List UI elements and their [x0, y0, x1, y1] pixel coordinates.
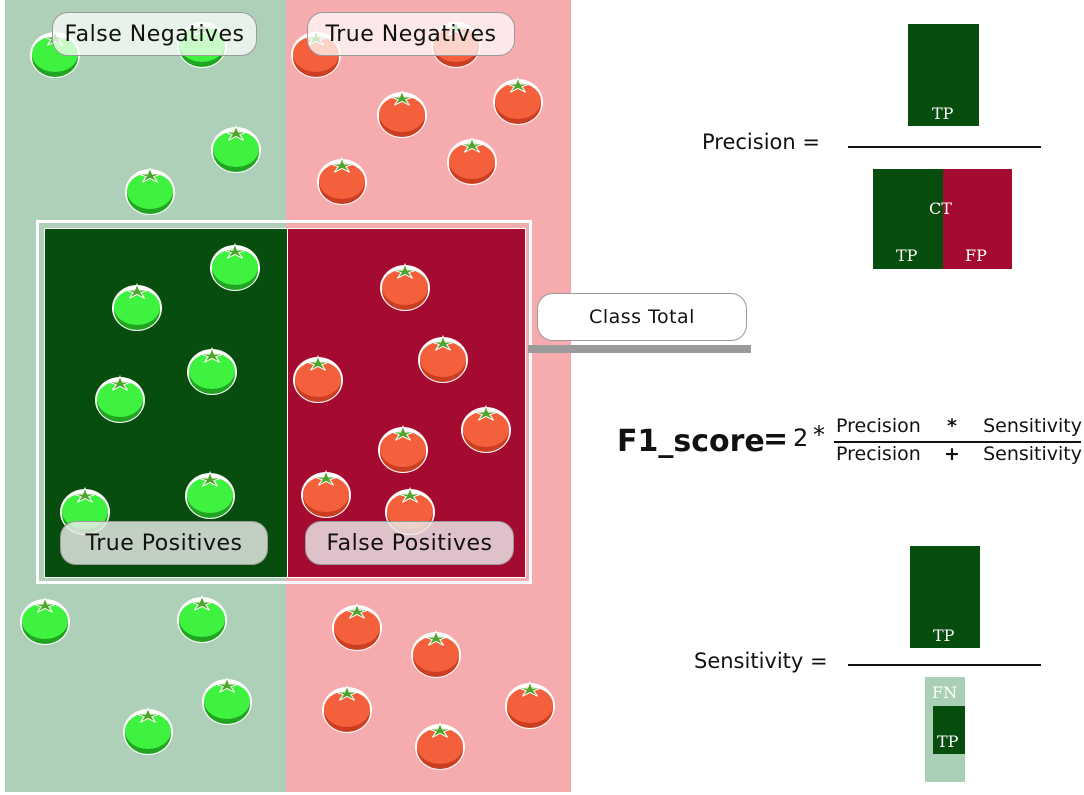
red-tomato: [317, 156, 367, 205]
f1-times: *: [813, 421, 825, 449]
green-tomato: [202, 676, 252, 725]
f1-denominator: Precision + Sensitivity: [836, 443, 1082, 465]
precision-denominator-tp-label: TP: [896, 246, 918, 265]
class-total-frame: [36, 220, 532, 584]
false-negatives-label: False Negatives: [52, 12, 257, 56]
red-tomato: [322, 684, 372, 733]
sensitivity-tp-box: TP: [933, 706, 965, 754]
red-tomato: [380, 262, 430, 311]
precision-fraction-line: [848, 146, 1041, 148]
precision-denominator-tp-box: TP: [873, 169, 943, 269]
f1-numerator-operator: *: [946, 415, 957, 437]
green-tomato: [177, 594, 227, 643]
precision-numerator-label: TP: [932, 104, 954, 123]
green-tomato: [123, 706, 173, 755]
red-tomato: [377, 89, 427, 138]
green-tomato: [187, 346, 237, 395]
sensitivity-tp-label: TP: [937, 732, 959, 751]
f1-factor: 2: [793, 424, 809, 452]
red-tomato: [301, 469, 351, 518]
sensitivity-fraction-line: [848, 664, 1041, 666]
sensitivity-numerator-box: TP: [910, 546, 980, 648]
red-tomato: [415, 721, 465, 770]
green-tomato: [185, 470, 235, 519]
sensitivity-numerator-label: TP: [933, 626, 955, 645]
f1-denominator-operator: +: [943, 443, 960, 465]
red-tomato: [411, 629, 461, 678]
f1-numerator-sensitivity: Sensitivity: [983, 415, 1082, 437]
green-tomato: [210, 242, 260, 291]
green-tomato: [125, 166, 175, 215]
red-tomato: [461, 404, 511, 453]
class-total-label: Class Total: [537, 293, 747, 341]
green-tomato: [112, 282, 162, 331]
green-tomato: [20, 596, 70, 645]
red-tomato: [418, 334, 468, 383]
class-total-connector: [528, 345, 751, 353]
red-tomato: [447, 136, 497, 185]
true-negatives-label: True Negatives: [307, 12, 515, 56]
precision-numerator-box: TP: [908, 24, 979, 126]
precision-denominator-ct-label: CT: [929, 199, 952, 218]
precision-denominator-fp-box: FP: [943, 169, 1012, 269]
green-tomato: [95, 374, 145, 423]
sensitivity-label: Sensitivity =: [694, 649, 828, 673]
red-tomato: [378, 424, 428, 473]
precision-denominator-fp-label: FP: [965, 246, 987, 265]
f1-denominator-sensitivity: Sensitivity: [983, 443, 1082, 465]
red-tomato: [505, 680, 555, 729]
red-tomato: [293, 354, 343, 403]
false-positives-label: False Positives: [305, 521, 514, 565]
red-tomato: [493, 76, 543, 125]
green-tomato: [211, 124, 261, 173]
f1-numerator-precision: Precision: [836, 415, 921, 437]
f1-fraction-line: [834, 441, 1081, 443]
red-tomato: [332, 602, 382, 651]
f1-label: F1_score: [617, 424, 765, 459]
precision-label: Precision =: [702, 130, 820, 154]
f1-numerator: Precision * Sensitivity: [836, 415, 1082, 437]
f1-denominator-precision: Precision: [836, 443, 921, 465]
sensitivity-fn-label: FN: [932, 683, 958, 702]
f1-equals: =: [763, 422, 789, 457]
true-positives-label: True Positives: [60, 521, 268, 565]
